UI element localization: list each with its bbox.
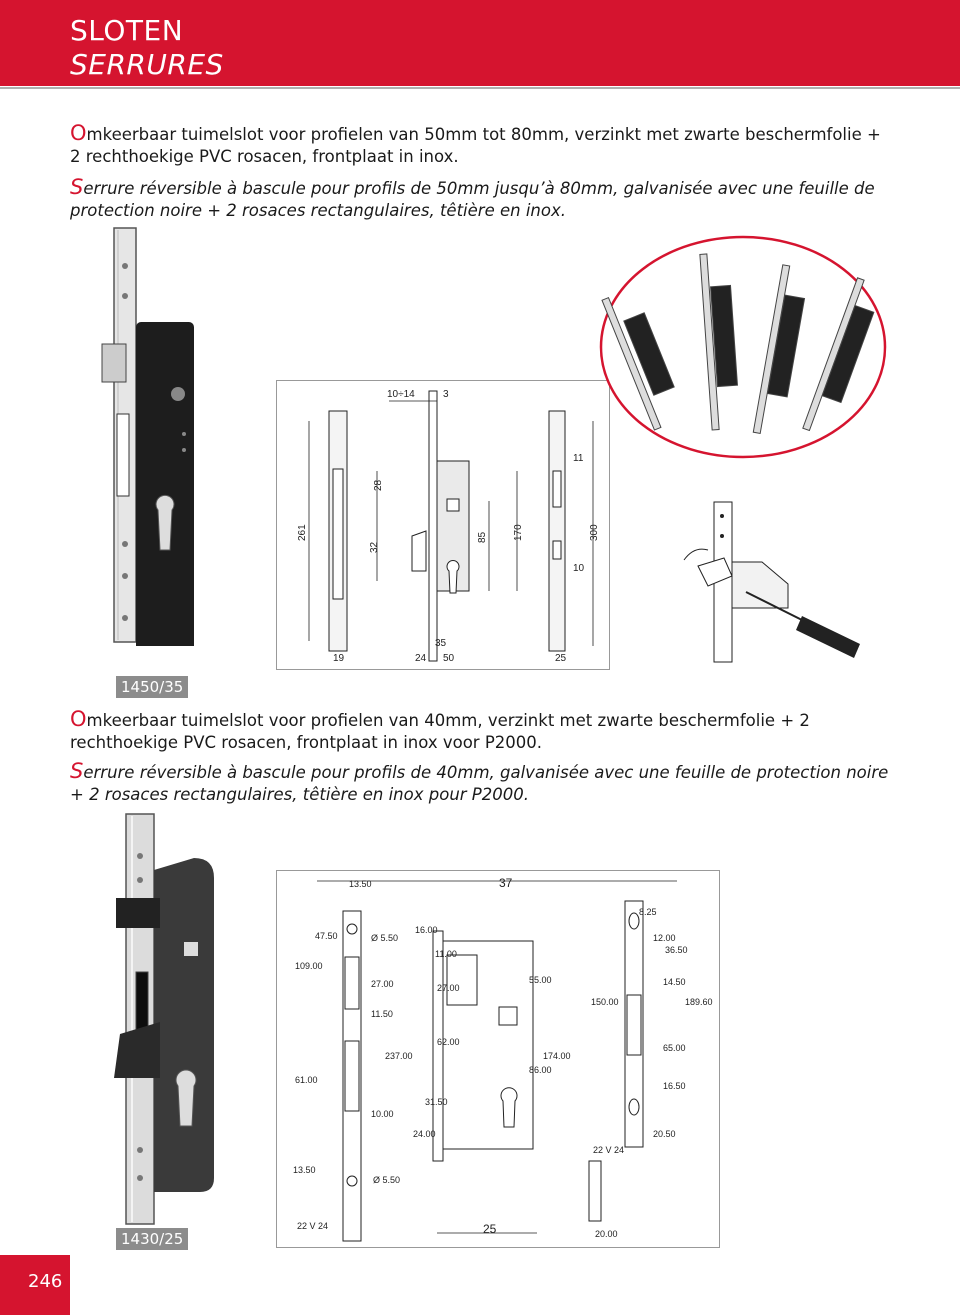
dim-label: 27.00	[437, 983, 460, 993]
dim-label: 189.60	[685, 997, 713, 1007]
description-nl-1: Omkeerbaar tuimelslot voor profielen van…	[70, 121, 881, 166]
dim-label: 86.00	[529, 1065, 552, 1075]
reversing-illustration	[683, 501, 860, 663]
dim-label: 10.00	[371, 1109, 394, 1119]
dim-label: 85	[477, 531, 488, 543]
dim-label: 32	[369, 541, 380, 553]
dim-label: 50	[443, 653, 455, 664]
lock-photo-1450	[101, 227, 194, 646]
dim-label: 35	[435, 638, 447, 649]
dim-label: 47.50	[315, 931, 338, 941]
dim-label: 13.50	[293, 1165, 316, 1175]
dim-label: 37	[499, 876, 513, 890]
lock-photo-1430	[114, 813, 214, 1225]
dim-label: 8.25	[639, 907, 657, 917]
dim-label: Ø 5.50	[373, 1175, 400, 1185]
dim-label: 261	[297, 524, 308, 541]
description-nl-2: Omkeerbaar tuimelslot voor profielen van…	[70, 707, 810, 752]
dim-label: 174.00	[543, 1051, 571, 1061]
technical-drawing-1450: 10÷14 3 11 28 261 32 85 170 300 10 35 19…	[276, 380, 610, 670]
dim-label: 31.50	[425, 1097, 448, 1107]
dim-label: 20.00	[595, 1229, 618, 1239]
dim-label: 170	[513, 524, 524, 541]
dim-label: 19	[333, 653, 345, 664]
dim-label: 11.00	[435, 949, 457, 959]
dim-label: 14.50	[663, 977, 686, 987]
product-code-badge: 1430/25	[116, 1228, 189, 1250]
dim-label: 22 V 24	[297, 1221, 328, 1231]
dim-label: 109.00	[295, 961, 323, 971]
dim-label: 10	[573, 563, 585, 574]
product-code-badge: 1450/35	[116, 676, 189, 698]
header-band	[0, 0, 960, 89]
dim-label: 16.00	[415, 925, 438, 935]
dim-label: 11.50	[371, 1009, 393, 1019]
dim-label: 36.50	[665, 945, 688, 955]
dim-label: Ø 5.50	[371, 933, 398, 943]
page-number: 246	[28, 1271, 63, 1292]
dim-label: 65.00	[663, 1043, 686, 1053]
dim-label: 3	[443, 389, 449, 400]
page-title-fr: SERRURES	[70, 48, 224, 81]
dim-label: 20.50	[653, 1129, 676, 1139]
page-number-tab	[0, 1255, 70, 1315]
dim-label: 16.50	[663, 1081, 686, 1091]
header-rule	[0, 87, 960, 89]
description-fr-1: Serrure réversible à bascule pour profil…	[70, 175, 875, 220]
dim-label: 28	[373, 479, 384, 491]
description-fr-2: Serrure réversible à bascule pour profil…	[70, 759, 889, 804]
dim-label: 10÷14	[387, 389, 415, 400]
page-title-nl: SLOTEN	[70, 14, 184, 47]
technical-drawing-1430: 13.50 37 8.25 47.50 Ø 5.50 16.00 12.00 1…	[276, 870, 720, 1248]
dim-label: 22 V 24	[593, 1145, 624, 1155]
dim-label: 12.00	[653, 933, 676, 943]
dim-label: 25	[555, 653, 567, 664]
dim-label: 62.00	[437, 1037, 460, 1047]
dim-label: 24.00	[413, 1129, 436, 1139]
dim-label: 150.00	[591, 997, 619, 1007]
dim-label: 11	[573, 453, 584, 464]
dim-label: 24	[415, 653, 427, 664]
dim-label: 27.00	[371, 979, 394, 989]
dim-label: 25	[483, 1222, 497, 1236]
dim-label: 237.00	[385, 1051, 413, 1061]
dim-label: 61.00	[295, 1075, 318, 1085]
dim-label: 300	[589, 524, 600, 541]
lock-variants-photo	[599, 235, 887, 459]
dim-label: 55.00	[529, 975, 552, 985]
dim-label: 13.50	[349, 879, 372, 889]
